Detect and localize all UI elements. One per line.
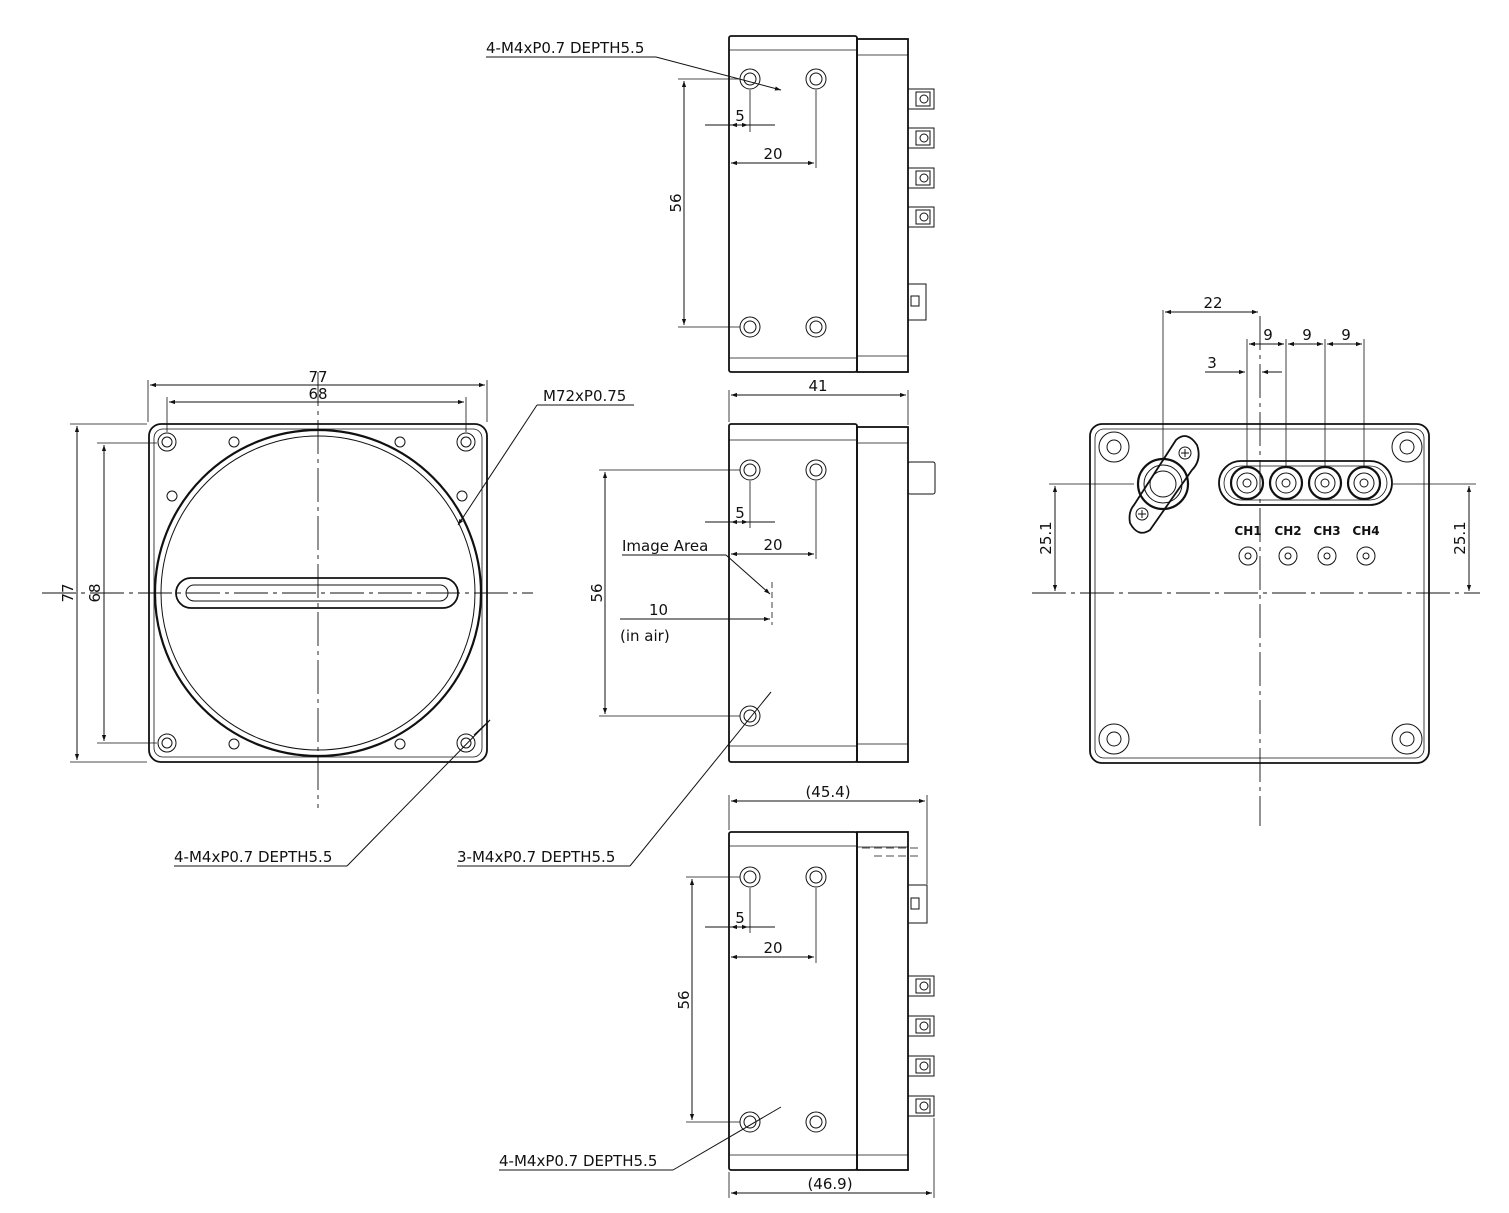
front-small-holes bbox=[166, 436, 468, 750]
rear-dim-22: 22 bbox=[1203, 294, 1222, 312]
side-holes bbox=[739, 459, 827, 727]
side-body-outline bbox=[728, 423, 858, 763]
front-height-inner-label: 68 bbox=[86, 583, 104, 602]
side-dim-5: 5 bbox=[735, 504, 745, 522]
rear-height-right: 25.1 bbox=[1451, 521, 1469, 554]
top-holes-note: 4-M4xP0.7 DEPTH5.5 bbox=[486, 39, 644, 57]
front-corner-holes bbox=[157, 432, 476, 753]
image-area-distance: 10 bbox=[649, 601, 668, 619]
bottom-view: (45.4) 5 20 56 4-M4xP0.7 DEPTH5.5 (46.9) bbox=[499, 783, 935, 1198]
top-rear-block bbox=[856, 38, 909, 373]
front-holes-note: 4-M4xP0.7 DEPTH5.5 bbox=[174, 848, 332, 866]
bottom-dim-5: 5 bbox=[735, 909, 745, 927]
bottom-holes-note: 4-M4xP0.7 DEPTH5.5 bbox=[499, 1152, 657, 1170]
rear-height-left: 25.1 bbox=[1037, 521, 1055, 554]
mount-thread-label: M72xP0.75 bbox=[543, 387, 626, 405]
rear-pitch-1: 9 bbox=[1263, 326, 1273, 344]
rear-view: CH1 CH2 CH3 CH4 22 9 9 9 3 bbox=[1032, 294, 1480, 826]
top-holes bbox=[739, 68, 827, 338]
side-dim-56: 56 bbox=[588, 583, 606, 602]
rear-pitch-2: 9 bbox=[1302, 326, 1312, 344]
top-dim-20: 20 bbox=[763, 145, 782, 163]
bottom-dim-20: 20 bbox=[763, 939, 782, 957]
top-connectors bbox=[907, 88, 935, 321]
channel-label-1: CH1 bbox=[1234, 524, 1261, 538]
channel-connectors bbox=[1229, 465, 1382, 501]
side-rear-block bbox=[856, 426, 909, 763]
channel-leds bbox=[1238, 546, 1376, 566]
channel-bezel bbox=[1218, 460, 1393, 506]
bottom-rear-block bbox=[856, 831, 909, 1171]
side-connector bbox=[907, 461, 936, 495]
top-view: 4-M4xP0.7 DEPTH5.5 5 20 56 bbox=[486, 35, 935, 373]
front-width-inner-label: 68 bbox=[308, 385, 327, 403]
rear-corner-holes bbox=[1098, 431, 1423, 755]
front-height-outer-label: 77 bbox=[59, 583, 77, 602]
bottom-dim-56: 56 bbox=[675, 990, 693, 1009]
bottom-holes bbox=[739, 866, 827, 1133]
side-dim-20: 20 bbox=[763, 536, 782, 554]
bottom-overall-top: (45.4) bbox=[805, 783, 850, 801]
side-length-label: 41 bbox=[808, 377, 827, 395]
front-width-outer-label: 77 bbox=[308, 368, 327, 386]
rear-pitch-3: 9 bbox=[1341, 326, 1351, 344]
channel-label-2: CH2 bbox=[1274, 524, 1301, 538]
top-dim-5: 5 bbox=[735, 107, 745, 125]
channel-label-3: CH3 bbox=[1313, 524, 1340, 538]
channel-label-4: CH4 bbox=[1352, 524, 1379, 538]
image-area-note: (in air) bbox=[620, 627, 670, 645]
bottom-connectors bbox=[907, 884, 935, 1117]
top-dim-56: 56 bbox=[667, 193, 685, 212]
rear-body-outline bbox=[1089, 423, 1430, 764]
image-area-label: Image Area bbox=[622, 537, 708, 555]
rear-dim-3: 3 bbox=[1207, 354, 1217, 372]
bottom-overall-bottom: (46.9) bbox=[807, 1175, 852, 1193]
front-view: 77 68 77 68 M72xP0.75 4-M4xP0.7 DEPTH5.5 bbox=[42, 368, 634, 867]
power-connector bbox=[1128, 435, 1200, 534]
side-holes-note: 3-M4xP0.7 DEPTH5.5 bbox=[457, 848, 615, 866]
side-view: 41 5 20 Image Area 10 (in air) 56 3-M4xP… bbox=[457, 377, 936, 867]
